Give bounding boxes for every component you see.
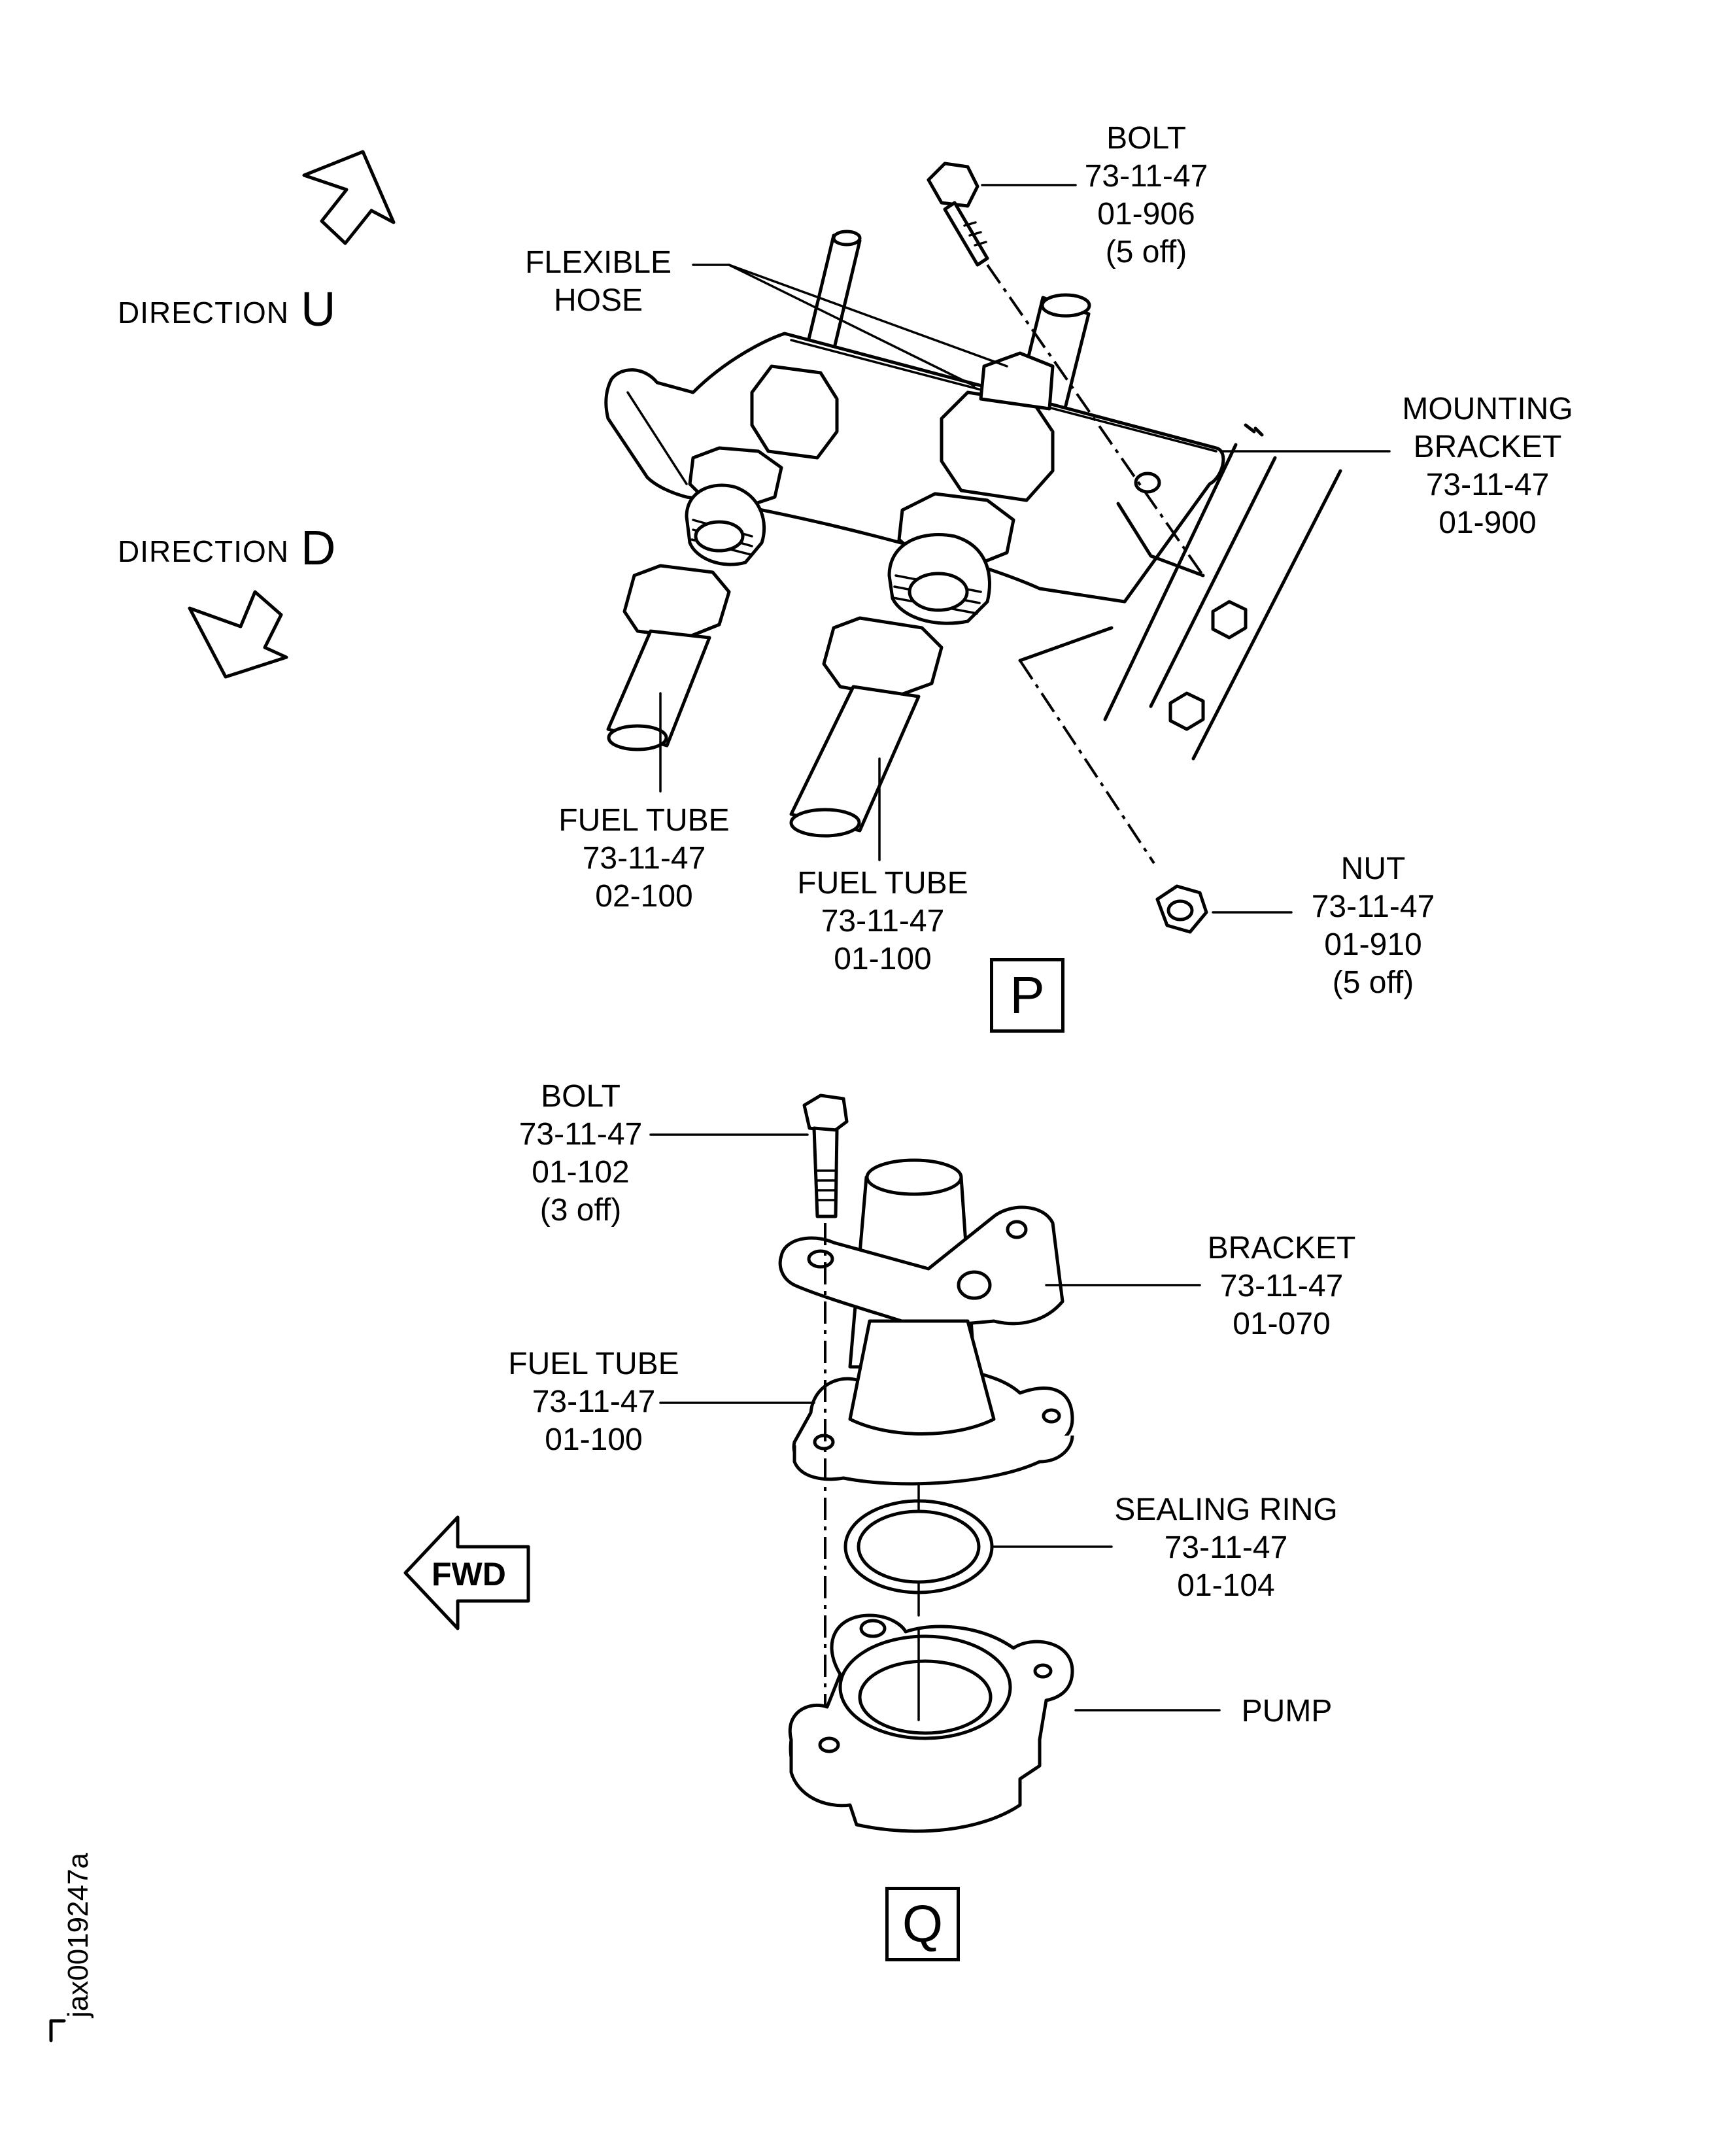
view-q-drawing <box>649 1093 1221 1833</box>
fwd-arrow-icon <box>403 1515 530 1630</box>
fwd-label: FWD <box>432 1556 506 1592</box>
direction-d-arrow-icon <box>188 590 288 679</box>
figure-id: jax0019247a <box>62 1852 94 2018</box>
view-q-box: Q <box>885 1887 960 1961</box>
wall-nut-icon <box>1168 600 1248 731</box>
pump-label: PUMP <box>1241 1694 1333 1729</box>
direction-u-arrow-icon <box>302 150 396 245</box>
view-p-box: P <box>990 958 1064 1033</box>
nut-910-icon <box>1155 884 1208 934</box>
figure-corner-mark <box>49 2019 66 2042</box>
pump-icon <box>788 1613 1074 1833</box>
bolt-906-icon <box>927 162 989 267</box>
bolt-102-icon <box>802 1093 849 1218</box>
sealing-ring-icon <box>843 1499 994 1594</box>
view-p-drawing <box>604 162 1391 934</box>
